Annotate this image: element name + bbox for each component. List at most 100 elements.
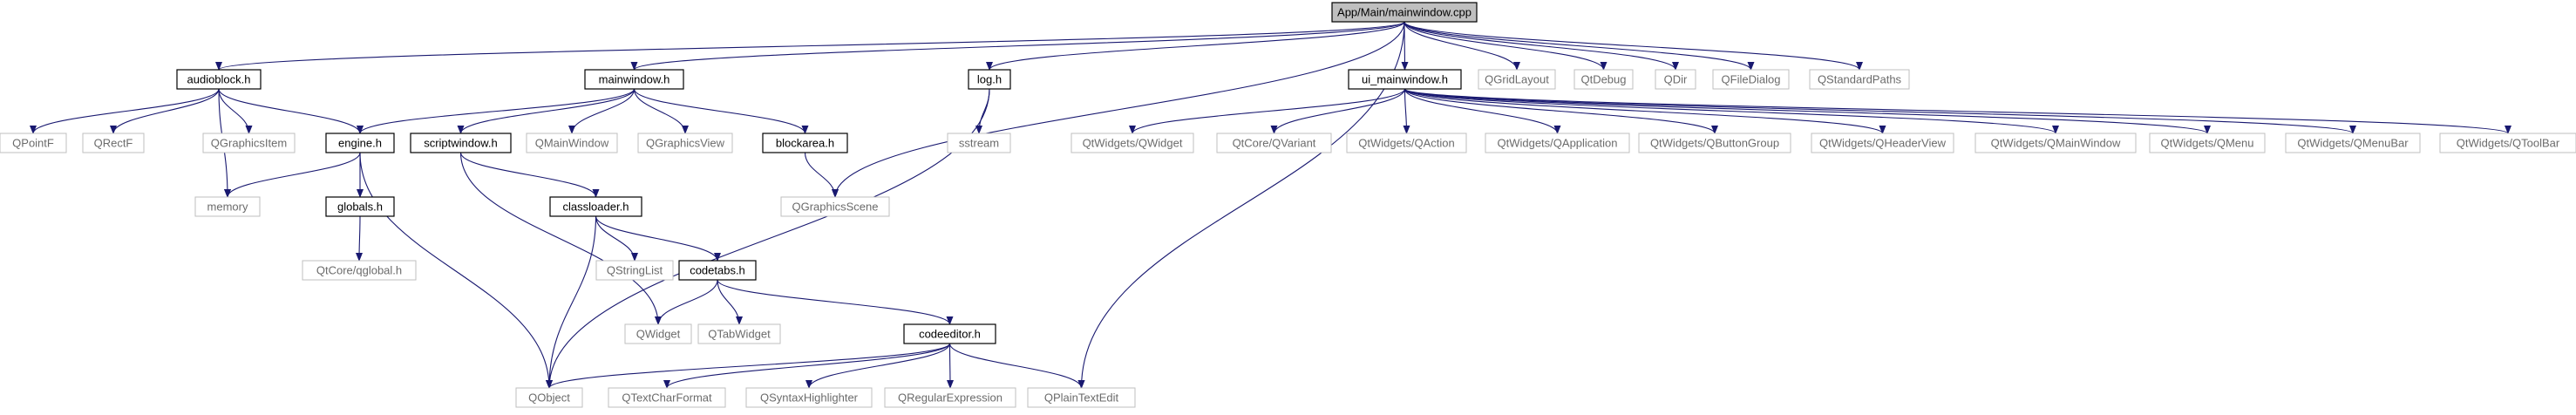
node-qtwidgets-qtoolbar: QtWidgets/QToolBar xyxy=(2439,133,2576,153)
edge-codeeditor-to-qregularexpression xyxy=(946,343,954,389)
node-qtwidgets-qapplication: QtWidgets/QApplication xyxy=(1485,133,1630,153)
node-label-qwidget: QWidget xyxy=(636,327,681,340)
node-label-ui-mainwindow-h: ui_mainwindow.h xyxy=(1362,72,1448,85)
node-label-qtwidgets-qmenubar: QtWidgets/QMenuBar xyxy=(2297,136,2409,149)
node-qobject: QObject xyxy=(515,387,583,408)
node-box-qstandardpaths xyxy=(1809,69,1910,90)
node-engine-h[interactable]: engine.h xyxy=(325,133,395,153)
node-box-qwidget xyxy=(624,323,692,344)
edge-ui-mainwindow-to-qtwidgets-qmenu xyxy=(1404,88,2211,134)
node-box-qtdebug xyxy=(1573,69,1634,90)
node-label-classloader-h: classloader.h xyxy=(563,200,629,213)
node-log-h[interactable]: log.h xyxy=(968,69,1011,90)
node-qdir: QDir xyxy=(1655,69,1696,90)
node-box-qtwidgets-qaction xyxy=(1346,133,1467,153)
node-box-qtwidgets-qwidget xyxy=(1071,133,1194,153)
node-qtwidgets-qmenubar: QtWidgets/QMenuBar xyxy=(2285,133,2421,153)
node-box-qtwidgets-qmenubar xyxy=(2285,133,2421,153)
node-label-qgraphicsscene: QGraphicsScene xyxy=(792,200,879,213)
node-label-qtwidgets-qmainwindow: QtWidgets/QMainWindow xyxy=(1991,136,2121,149)
node-label-blockarea-h: blockarea.h xyxy=(776,136,834,149)
edge-mainwindow-to-scriptwindow xyxy=(457,88,636,134)
node-label-qtcore-qvariant: QtCore/QVariant xyxy=(1233,136,1316,149)
edge-root-to-qfiledialog xyxy=(1404,21,1755,71)
node-qstandardpaths: QStandardPaths xyxy=(1809,69,1910,90)
node-label-qstandardpaths: QStandardPaths xyxy=(1818,72,1902,85)
node-box-log-h xyxy=(968,69,1011,90)
node-qtwidgets-qmainwindow: QtWidgets/QMainWindow xyxy=(1974,133,2137,153)
node-qtwidgets-qbuttongroup: QtWidgets/QButtonGroup xyxy=(1638,133,1791,153)
node-mainwindow-h[interactable]: mainwindow.h xyxy=(584,69,684,90)
node-label-scriptwindow-h: scriptwindow.h xyxy=(424,136,498,149)
edge-codeeditor-to-qsyntaxhighlighter xyxy=(805,343,951,389)
node-label-qstringlist: QStringList xyxy=(607,263,663,276)
node-globals-h[interactable]: globals.h xyxy=(325,196,395,217)
node-box-qtextcharformat xyxy=(608,387,726,408)
edge-root-to-qtdebug xyxy=(1404,21,1607,71)
nodes-layer: App/Main/mainwindow.cpp audioblock.h mainw… xyxy=(0,2,2576,408)
edge-mainwindow-to-blockarea xyxy=(633,88,809,134)
edge-mainwindow-to-qgraphicsview xyxy=(633,88,689,134)
node-qtwidgets-qheaderview: QtWidgets/QHeaderView xyxy=(1811,133,1954,153)
node-box-qtabwidget xyxy=(697,323,781,344)
edge-mainwindow-to-engine xyxy=(357,88,636,134)
node-audioblock-h[interactable]: audioblock.h xyxy=(176,69,262,90)
node-box-qstringlist xyxy=(595,260,674,281)
node-codeeditor-h[interactable]: codeeditor.h xyxy=(903,323,996,344)
edge-root-to-qgridlayout xyxy=(1404,21,1520,71)
node-qgraphicsscene: QGraphicsScene xyxy=(780,196,890,217)
node-app-main-mainwindow-cpp[interactable]: App/Main/mainwindow.cpp xyxy=(1331,2,1478,23)
edge-ui-mainwindow-to-qtwidgets-qmenubar xyxy=(1404,88,2356,134)
edge-scriptwindow-to-classloader xyxy=(459,152,600,198)
node-classloader-h[interactable]: classloader.h xyxy=(549,196,642,217)
node-box-qsyntaxhighlighter xyxy=(745,387,873,408)
node-label-qtcore-qglobal-h: QtCore/qglobal.h xyxy=(316,263,402,276)
node-qtwidgets-qwidget: QtWidgets/QWidget xyxy=(1071,133,1194,153)
node-box-qgraphicsitem xyxy=(202,133,296,153)
edge-codeeditor-to-qtextcharformat xyxy=(663,343,951,389)
node-box-qfiledialog xyxy=(1712,69,1790,90)
node-ui-mainwindow-h[interactable]: ui_mainwindow.h xyxy=(1348,69,1462,90)
edge-classloader-to-qobject xyxy=(546,215,597,389)
node-box-classloader-h xyxy=(549,196,642,217)
node-blockarea-h[interactable]: blockarea.h xyxy=(762,133,848,153)
node-label-qtdebug: QtDebug xyxy=(1580,72,1626,85)
node-label-qtwidgets-qaction: QtWidgets/QAction xyxy=(1358,136,1455,149)
node-box-ui-mainwindow-h xyxy=(1348,69,1462,90)
edge-ui-mainwindow-to-qtwidgets-qbuttongroup xyxy=(1404,88,1718,134)
node-qmainwindow: QMainWindow xyxy=(526,133,618,153)
node-qgraphicsview: QGraphicsView xyxy=(637,133,733,153)
node-label-globals-h: globals.h xyxy=(337,200,383,213)
node-label-qobject: QObject xyxy=(528,391,570,404)
node-qtabwidget: QTabWidget xyxy=(697,323,781,344)
edge-scriptwindow-to-qwidget xyxy=(459,152,662,325)
edge-root-to-qdir xyxy=(1404,21,1679,71)
edge-classloader-to-qstringlist xyxy=(595,215,638,262)
node-label-qregularexpression: QRegularExpression xyxy=(898,391,1003,404)
node-label-qgraphicsitem: QGraphicsItem xyxy=(211,136,287,149)
node-box-memory xyxy=(194,196,261,217)
edge-ui-mainwindow-to-qtwidgets-qaction xyxy=(1403,88,1410,134)
node-label-sstream: sstream xyxy=(959,136,999,149)
edge-ui-mainwindow-to-qtwidgets-qmainwindow xyxy=(1404,88,2059,134)
node-label-engine-h: engine.h xyxy=(338,136,382,149)
edge-ui-mainwindow-to-qtwidgets-qapplication xyxy=(1404,88,1561,134)
node-label-qmainwindow: QMainWindow xyxy=(535,136,609,149)
node-label-qpointf: QPointF xyxy=(12,136,54,149)
edge-ui-mainwindow-to-qtwidgets-qheaderview xyxy=(1404,88,1886,134)
node-qgridlayout: QGridLayout xyxy=(1478,69,1556,90)
node-label-qtwidgets-qapplication: QtWidgets/QApplication xyxy=(1497,136,1617,149)
node-qplaintextedit: QPlainTextEdit xyxy=(1027,387,1136,408)
node-label-app-main-mainwindow-cpp: App/Main/mainwindow.cpp xyxy=(1337,5,1472,18)
node-qrectf: QRectF xyxy=(82,133,145,153)
node-box-qmainwindow xyxy=(526,133,618,153)
node-qregularexpression: QRegularExpression xyxy=(884,387,1016,408)
node-qfiledialog: QFileDialog xyxy=(1712,69,1790,90)
node-box-codeeditor-h xyxy=(903,323,996,344)
edge-globals-to-qtcore-qglobal xyxy=(356,215,364,262)
node-scriptwindow-h[interactable]: scriptwindow.h xyxy=(410,133,512,153)
node-codetabs-h[interactable]: codetabs.h xyxy=(678,260,757,281)
edge-codetabs-to-qwidget xyxy=(655,279,718,325)
node-qtextcharformat: QTextCharFormat xyxy=(608,387,726,408)
node-label-qsyntaxhighlighter: QSyntaxHighlighter xyxy=(760,391,859,404)
